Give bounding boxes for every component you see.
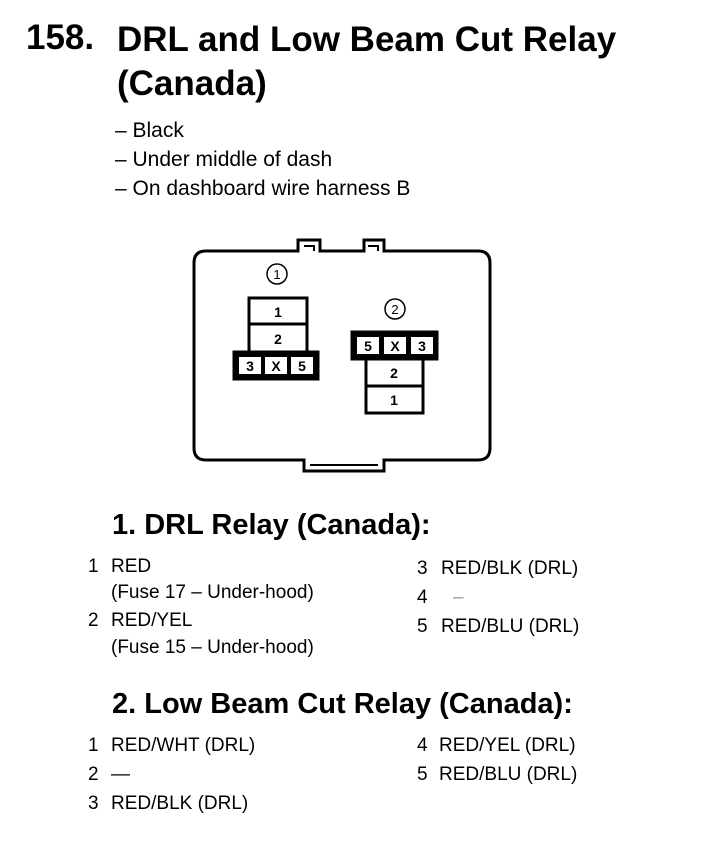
connector2-label-circle <box>384 298 406 320</box>
s1-pin-3-wire: RED/BLK (DRL) <box>441 558 579 579</box>
connector2-cavity-1-label: 1 <box>390 392 398 408</box>
s1-pin-5-num: 5 <box>417 616 428 637</box>
page-title: DRL and Low Beam Cut Relay (Canada) <box>117 18 616 106</box>
section2-title: 2. Low Beam Cut Relay (Canada): <box>112 688 573 720</box>
connector2-cavity-5-label: 5 <box>364 338 372 354</box>
connector1-cavity-5-label: 5 <box>298 358 306 374</box>
note-location: – Under middle of dash <box>115 148 333 171</box>
s2-pin-3-wire: RED/BLK (DRL) <box>111 793 249 814</box>
s1-pin-2-num: 2 <box>88 610 99 631</box>
s2-pin-4-wire: RED/YEL (DRL) <box>439 735 576 756</box>
top-notch-left <box>304 245 315 251</box>
s2-pin-5-wire: RED/BLU (DRL) <box>439 764 578 785</box>
connector2: 5 X 3 2 1 <box>350 330 439 415</box>
s2-pin-4-num: 4 <box>417 735 428 756</box>
connector2-cavity-2-label: 2 <box>390 365 398 381</box>
connector1: 1 2 3 X 5 <box>232 296 320 381</box>
relay-housing-outline <box>192 238 492 473</box>
section1-right-list: 3 RED/BLK (DRL) 4 – 5 RED/BLU (DRL) <box>417 558 677 648</box>
connector1-cavity-3 <box>239 357 261 374</box>
connector1-cavity-1-label: 1 <box>274 304 282 320</box>
s2-pin-1-num: 1 <box>88 735 99 756</box>
connector1-cavity-x <box>265 357 287 374</box>
s1-pin-4-num: 4 <box>417 587 428 608</box>
connector1-cavity-x-label: X <box>271 358 281 374</box>
connector1-cavity-1 <box>247 296 309 326</box>
s1-pin-2-note: (Fuse 15 – Under-hood) <box>111 637 314 658</box>
s2-pin-3-num: 3 <box>88 793 99 814</box>
location-notes: – Black – Under middle of dash – On dash… <box>115 116 410 203</box>
connector1-cavity-2-label: 2 <box>274 331 282 347</box>
s1-pin-2-wire: RED/YEL <box>111 610 193 631</box>
connector1-cavity-5 <box>291 357 313 374</box>
section2-left-list: 1 RED/WHT (DRL) 2 — 3 RED/BLK (DRL) <box>88 735 388 825</box>
s1-pin-1-num: 1 <box>88 556 99 577</box>
connector2-cavity-5 <box>357 337 379 354</box>
note-harness: – On dashboard wire harness B <box>115 177 411 200</box>
s2-pin-1-wire: RED/WHT (DRL) <box>111 735 256 756</box>
connector2-cavity-3-label: 3 <box>418 338 426 354</box>
note-color: – Black <box>115 119 184 142</box>
section1-title: 1. DRL Relay (Canada): <box>112 509 431 541</box>
connector2-cavity-1 <box>364 384 425 415</box>
top-notch-right <box>368 245 379 251</box>
section1-left-list: 1 RED (Fuse 17 – Under-hood) 2 RED/YEL (… <box>88 556 388 666</box>
connector1-label: 1 <box>273 267 280 282</box>
s1-pin-1-wire: RED <box>111 556 152 577</box>
s1-pin-4-wire: – <box>453 587 464 608</box>
s1-pin-1-note: (Fuse 17 – Under-hood) <box>111 582 314 603</box>
page-title-line1: DRL and Low Beam Cut Relay <box>117 20 617 59</box>
section2-right-list: 4 RED/YEL (DRL) 5 RED/BLU (DRL) <box>417 735 677 795</box>
s1-pin-5-wire: RED/BLU (DRL) <box>441 616 580 637</box>
s1-pin-3-num: 3 <box>417 558 428 579</box>
s2-pin-2-wire: — <box>111 764 130 785</box>
s2-pin-5-num: 5 <box>417 764 428 785</box>
connector1-cavity-3-label: 3 <box>246 358 254 374</box>
connector1-label-circle <box>266 263 288 285</box>
connector2-cavity-x-label: X <box>390 338 400 354</box>
connector2-cavity-x <box>384 337 406 354</box>
connector2-label: 2 <box>391 302 398 317</box>
page-title-line2: (Canada) <box>117 64 267 103</box>
section-number: 158. <box>26 18 95 57</box>
connector2-cavity-3 <box>411 337 433 354</box>
s2-pin-2-num: 2 <box>88 764 99 785</box>
